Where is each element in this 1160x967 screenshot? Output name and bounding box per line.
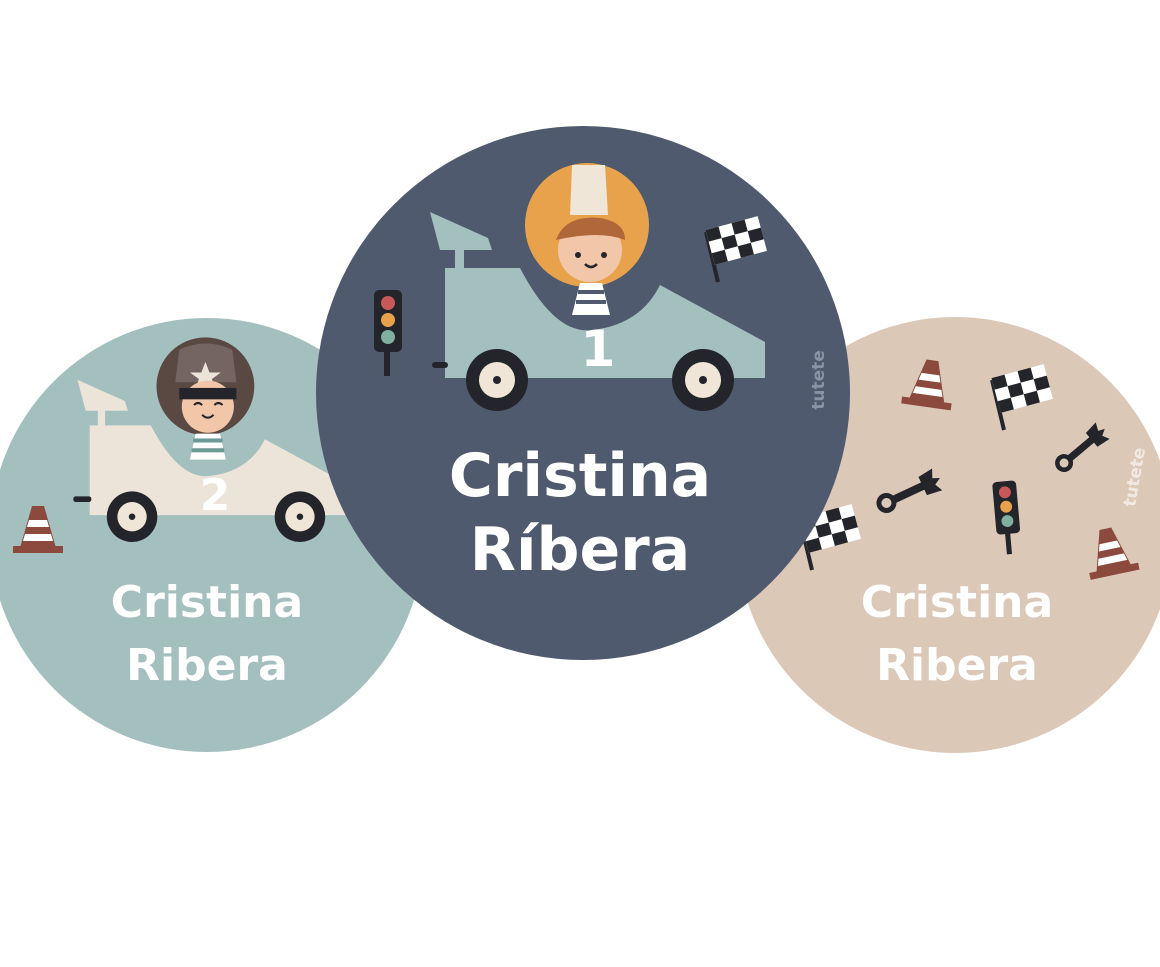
name-line1: Cristina: [111, 577, 303, 628]
car-number: 2: [200, 470, 231, 521]
car-number: 1: [581, 320, 616, 378]
name-line2: Ribera: [876, 640, 1038, 691]
name-line2: Ribera: [126, 640, 288, 691]
race-car: [73, 337, 351, 542]
sticker-center: 1 tutete Cristina Ríbera: [316, 126, 850, 660]
race-car: [430, 163, 765, 411]
name-line2: Ríbera: [470, 515, 691, 585]
star-icon: [189, 361, 221, 390]
sticker-left: 2 Cristina Ribera: [0, 318, 424, 752]
name-line1: Cristina: [449, 441, 711, 511]
name-line1: Cristina: [861, 577, 1053, 628]
watermark: tutete: [809, 350, 829, 410]
